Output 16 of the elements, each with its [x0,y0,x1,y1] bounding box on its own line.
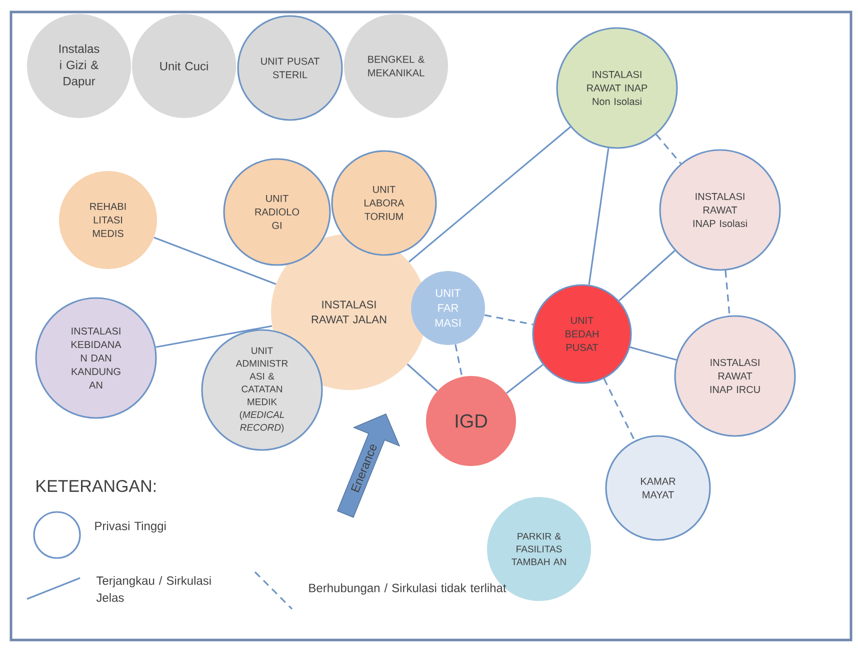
connector-line [630,346,677,361]
legend-text: Privasi Tinggi [95,521,166,533]
connector-line [618,250,676,302]
legend-heading: KETERANGAN: [36,480,156,492]
connector-line [724,270,730,316]
connector-line [656,134,682,164]
connector-line [406,364,438,392]
connector-line [408,126,571,262]
connector-line [484,314,534,326]
connector-line [603,378,636,441]
connector-line [588,148,610,285]
connector-line [454,344,463,377]
connector-line [154,236,276,285]
connector-line [156,325,272,348]
legend-text: Terjangkau / Sirkulasi Jelas [96,576,211,602]
connector-line [506,364,544,394]
